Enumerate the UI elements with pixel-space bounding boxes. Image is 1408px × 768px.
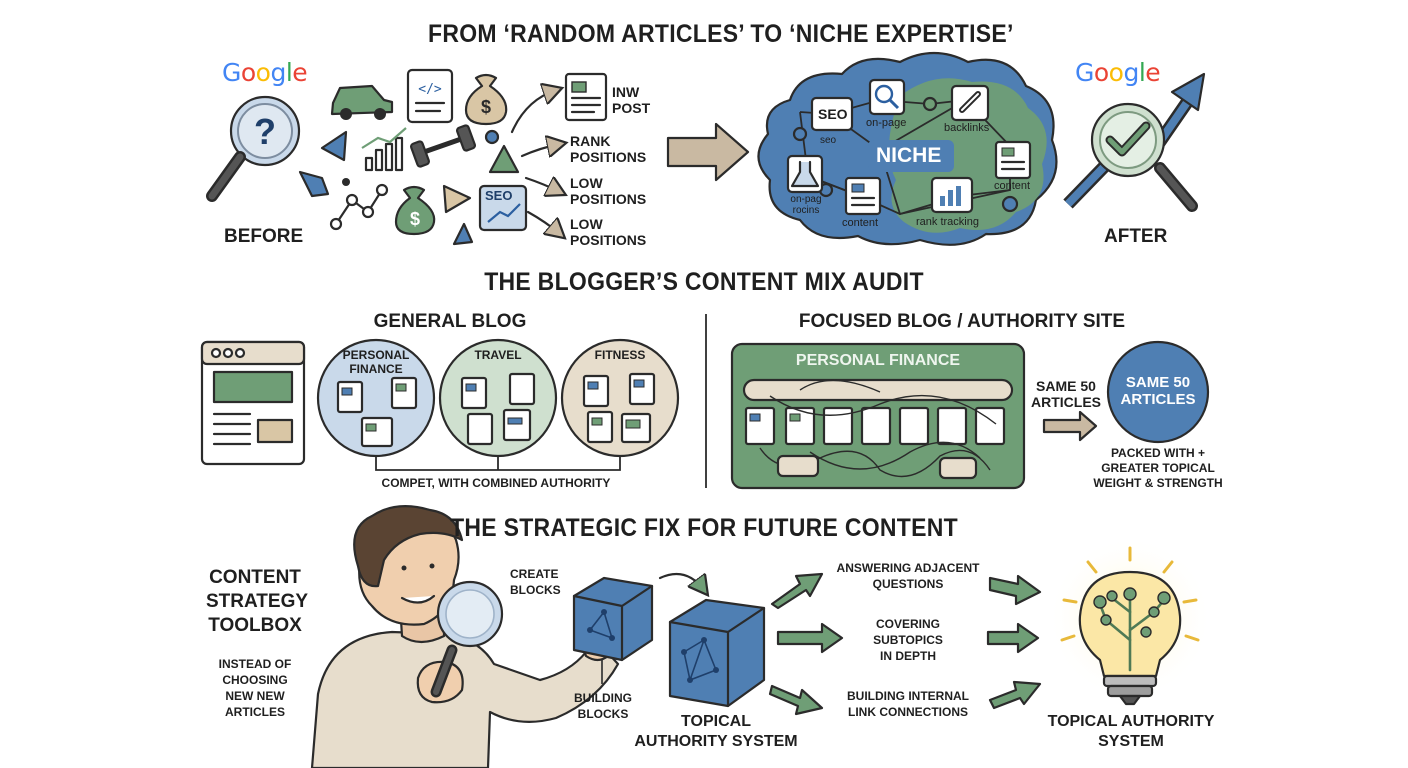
result-label: TOPICAL AUTHORITY SYSTEM: [1047, 713, 1215, 750]
circle-docs: [336, 372, 656, 448]
outcome-label-4: LOW POSITIONS: [570, 216, 647, 248]
circle-label-travel: TRAVEL: [474, 348, 522, 362]
green-triangle-shape: [488, 144, 520, 174]
cloud-node-dots: [792, 96, 1019, 213]
outcome-arrow-1: [510, 90, 556, 134]
cloud-node-on-page: on-page: [866, 117, 907, 129]
dot-shape: [484, 129, 500, 145]
same-articles-circle-label: SAME 50 ARTICLES: [1120, 374, 1196, 408]
after-magnifier-icon: [1090, 102, 1198, 212]
outcome-arrow-4: [526, 210, 560, 234]
seo-node-icon: [810, 96, 854, 132]
line-graph-icon: [329, 183, 389, 231]
finance-doc-row: [744, 406, 1006, 446]
on-page-node-icon: [868, 78, 906, 116]
cloud-node-backlinks: backlinks: [944, 122, 990, 134]
toolbox-note: INSTEAD OF CHOOSING NEW NEW ARTICLES: [218, 657, 292, 719]
held-cube-icon: [572, 576, 654, 662]
tan-triangle-shape: [442, 184, 472, 214]
outcome-label-2: RANK POSITIONS: [570, 133, 647, 165]
finance-doc-accents: [749, 413, 801, 422]
toolbox-title: CONTENT STRATEGY TOOLBOX: [206, 567, 309, 636]
outcome-label-3: LOW POSITIONS: [570, 175, 647, 207]
step-label-3: BUILDING INTERNAL LINK CONNECTIONS: [847, 689, 969, 719]
circle-doc-accents: [341, 379, 645, 432]
circles-bracket: [375, 456, 621, 471]
car-icon: [330, 84, 394, 120]
section2-title: THE BLOGGER’S CONTENT MIX AUDIT: [484, 268, 924, 296]
focused-blog-heading: FOCUSED BLOG / AUTHORITY SITE: [798, 311, 1126, 332]
seo-badge-text: SEO: [485, 188, 513, 203]
same-articles-arrow: [1042, 410, 1098, 442]
cloud-node-rank-tracking: rank tracking: [916, 216, 979, 228]
cloud-node-seo-sub: seo: [820, 135, 837, 146]
svg-text:</>: </>: [418, 82, 442, 97]
browser-window-icon: [200, 340, 306, 466]
rank-tracking-node-icon: [930, 176, 974, 214]
cloud-node-seo: SEO: [818, 106, 848, 122]
person-magnifier-icon: [430, 580, 504, 698]
packed-caption: PACKED WITH + GREATER TOPICAL WEIGHT & S…: [1093, 446, 1223, 490]
cloud-node-content: content: [994, 180, 1031, 192]
general-blog-heading: GENERAL BLOG: [373, 311, 527, 332]
dot-shape-2: [342, 178, 350, 186]
finance-pill-right: [938, 456, 978, 480]
backlinks-node-icon: [950, 84, 990, 122]
personal-finance-box-label: PERSONAL FINANCE: [795, 352, 961, 369]
finance-pill-left: [776, 454, 820, 478]
after-label: AFTER: [1104, 226, 1168, 247]
before-label: BEFORE: [224, 226, 304, 247]
svg-text:?: ?: [254, 111, 276, 152]
finance-link-scribbles: [759, 379, 997, 478]
small-blue-triangle: [452, 222, 474, 246]
general-blog-caption: COMPET, WITH COMBINED AUTHORITY: [381, 476, 611, 490]
niche-label-box: [868, 140, 954, 172]
flask-node-icon: [786, 154, 824, 194]
building-blocks-label: BUILDING BLOCKS: [574, 691, 632, 721]
content-node-icon: [994, 140, 1032, 180]
step-arrows: [768, 572, 1042, 716]
money-bag-icon-2: $: [394, 185, 436, 236]
triangle-shape: [320, 130, 348, 162]
circle-label-fitness: FITNESS: [594, 348, 646, 362]
section3-title: THE STRATEGIC FIX FOR FUTURE CONTENT: [450, 514, 958, 542]
svg-text:$: $: [410, 209, 420, 229]
outcome-label-1: INW POST: [612, 84, 651, 116]
niche-cloud-green: [888, 78, 1047, 233]
step-label-1: ANSWERING ADJACENT QUESTIONS: [836, 561, 980, 591]
flag-shape: [298, 170, 330, 198]
money-bag-icon: $: [464, 73, 508, 126]
outcome-arrow-2: [520, 144, 560, 156]
same-articles-left-label: SAME 50 ARTICLES: [1031, 378, 1101, 410]
cube-caption: TOPICAL AUTHORITY SYSTEM: [634, 713, 798, 750]
post-document-icon: [564, 72, 608, 122]
seo-badge-icon: [478, 184, 528, 232]
lightbulb-tree-icon: [1048, 536, 1212, 706]
before-google-logo: Google: [222, 58, 308, 87]
code-document-icon: </>: [406, 68, 454, 124]
svg-text:$: $: [481, 97, 491, 117]
step-label-2: COVERING SUBTOPICS IN DEPTH: [873, 617, 943, 663]
cloud-node-on-pag-rocins: on-pag rocins: [790, 194, 822, 216]
cloud-node-content-2: content: [842, 217, 879, 229]
cube-to-system-arrow: [658, 574, 704, 590]
bar-chart-icon: [361, 127, 407, 172]
circle-label-personal-finance: PERSONAL FINANCE: [342, 348, 410, 376]
finance-bar: [742, 378, 1014, 402]
outcome-arrow-3: [524, 178, 560, 192]
niche-label: NICHE: [876, 144, 942, 167]
after-google-logo: Google: [1075, 58, 1161, 87]
create-blocks-label: CREATE BLOCKS: [510, 567, 561, 597]
system-cube-icon: [668, 598, 766, 708]
section1-title: FROM ‘RANDOM ARTICLES’ TO ‘NICHE EXPERTI…: [428, 20, 1014, 48]
same-articles-circle: [1106, 340, 1210, 444]
dumbbell-icon: [410, 124, 476, 168]
content-node-icon-2: [844, 176, 882, 216]
before-magnifier-icon: ?: [206, 95, 301, 202]
before-after-arrow: [666, 122, 750, 182]
